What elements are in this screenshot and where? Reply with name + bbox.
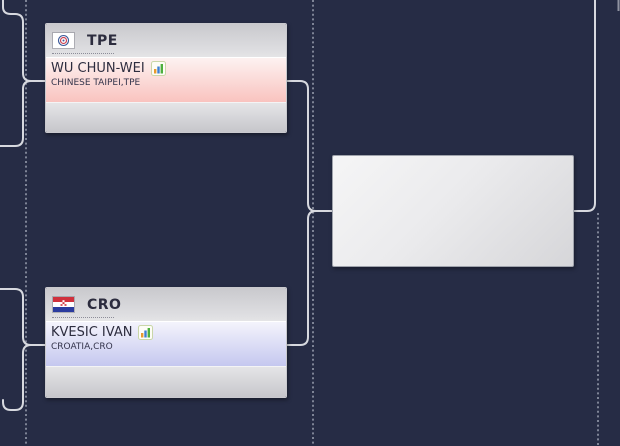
connector-in-tpe-upper	[2, 0, 48, 82]
player-team: CHINESE TAIPEI,TPE	[51, 78, 141, 88]
connector-in-tpe-lower	[0, 80, 32, 147]
match-card-tpe[interactable]: TPE WU CHUN-WEI CHINESE TAIPEI,TPE	[45, 23, 287, 133]
cro-flag-icon	[53, 297, 74, 312]
noc-code: TPE	[87, 33, 118, 49]
connector-tpe-to-final	[286, 80, 335, 212]
bar-chart-icon[interactable]	[138, 325, 154, 340]
player-name: WU CHUN-WEI	[51, 61, 145, 76]
connector-cro-to-final	[286, 210, 317, 346]
player-name: KVESIC IVAN	[51, 325, 133, 340]
match-card-header: TPE	[46, 24, 286, 57]
match-card-footer	[46, 366, 286, 397]
noc-underline	[52, 53, 114, 54]
connector-in-cro-lower	[2, 344, 32, 411]
player-row[interactable]: WU CHUN-WEI CHINESE TAIPEI,TPE	[46, 57, 286, 102]
match-card-cro[interactable]: CRO KVESIC IVAN CROATIA,CRO	[45, 287, 287, 398]
match-card-header: CRO	[46, 288, 286, 321]
player-row[interactable]: KVESIC IVAN CROATIA,CRO	[46, 321, 286, 366]
tpe-flag-icon	[53, 33, 74, 48]
noc-underline	[52, 317, 114, 318]
noc-code: CRO	[87, 297, 122, 313]
connector-final-out	[572, 0, 596, 212]
match-card-footer	[46, 102, 286, 132]
player-team: CROATIA,CRO	[51, 342, 113, 352]
connector-in-cro-upper	[0, 288, 48, 346]
next-round-card[interactable]	[332, 155, 574, 267]
bar-chart-icon[interactable]	[150, 61, 166, 76]
